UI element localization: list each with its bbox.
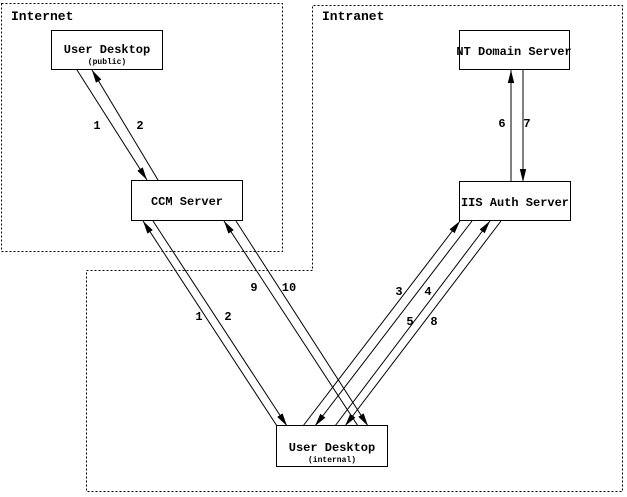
flow-label-internal-desktop-to-ccm: 1 [195,310,202,324]
flow-line-iis-to-internal-desktop [314,220,473,427]
flow-line-ccm-to-public-desktop [91,69,159,181]
ccm-server-title: CCM Server [151,195,223,209]
flow-line-internal-desktop-to-ccm [142,220,278,427]
flow-line-public-desktop-to-ccm [76,69,148,181]
user-desktop-public-title: User Desktop [64,43,150,57]
intranet-zone-label: Intranet [322,9,384,24]
flow-line-ccm-to-internal-desktop-2 [235,220,369,427]
nt-domain-server-title: NT Domain Server [456,45,571,59]
nt-domain-server-box [459,30,570,70]
flow-label-internal-desktop-to-ccm-2: 9 [250,281,257,295]
flow-line-internal-desktop-to-iis-2 [334,220,491,427]
flow-label-iis-to-nt-domain: 6 [498,117,505,131]
iis-auth-server-title: IIS Auth Server [461,196,569,210]
flow-line-internal-desktop-to-iis [302,220,461,427]
flow-label-iis-to-internal-desktop: 4 [424,285,431,299]
iis-auth-server-box [459,181,571,221]
flow-label-internal-desktop-to-iis: 3 [395,285,402,299]
flow-label-iis-to-internal-desktop-2: 8 [430,315,437,329]
user-desktop-internal-box [276,425,388,467]
flow-line-ccm-to-internal-desktop [152,220,288,427]
flow-line-iis-to-internal-desktop-2 [344,220,502,427]
flow-line-internal-desktop-to-ccm-2 [223,220,359,427]
flow-label-internal-desktop-to-iis-2: 5 [406,315,413,329]
flow-label-ccm-to-public-desktop: 2 [136,119,143,133]
ccm-server-box [131,180,243,221]
user-desktop-public-box [51,30,163,70]
internet-zone-border [1,3,283,252]
user-desktop-internal-title: User Desktop [289,441,375,455]
flow-label-public-desktop-to-ccm: 1 [93,119,100,133]
user-desktop-internal-subtitle: (internal) [308,456,356,465]
internet-zone-label: Internet [11,9,73,24]
flow-label-nt-domain-to-iis: 7 [523,117,530,131]
user-desktop-public-subtitle: (public) [88,58,126,67]
intranet-zone-border [86,5,623,492]
flow-label-ccm-to-internal-desktop: 2 [224,310,231,324]
flow-label-ccm-to-internal-desktop-2: 10 [282,281,296,295]
